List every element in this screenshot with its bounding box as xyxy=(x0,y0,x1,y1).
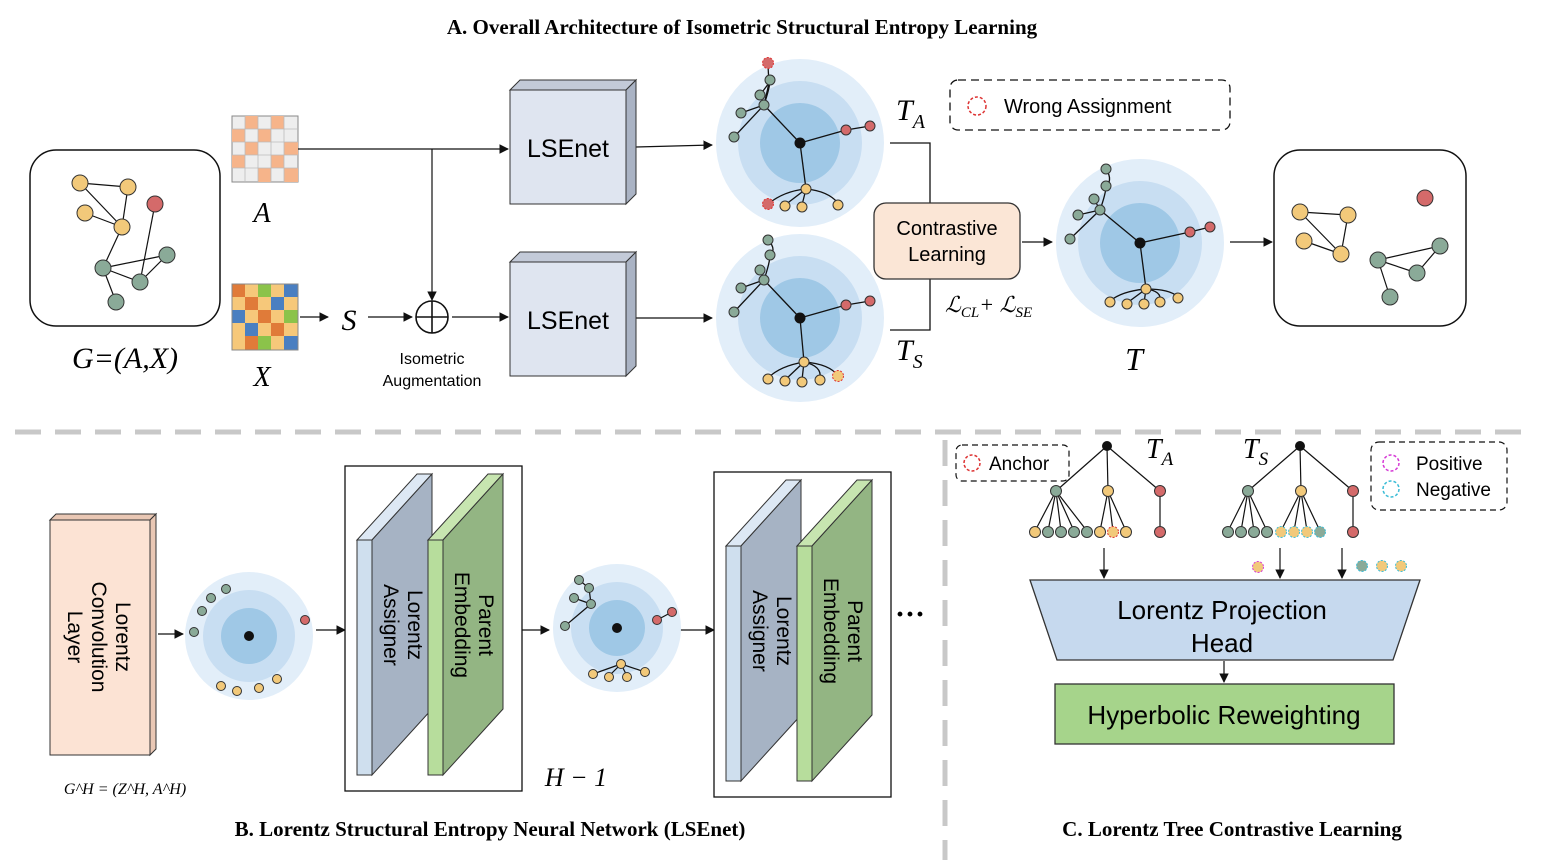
conv-line3: Layer xyxy=(63,611,86,664)
tree-t-disk xyxy=(1056,159,1224,327)
proj-line2: Head xyxy=(1191,628,1253,658)
negative-icon xyxy=(1382,480,1400,498)
gh-label: G^H = (Z^H, A^H) xyxy=(64,781,186,798)
c-input-arrows xyxy=(1099,548,1407,579)
positive-label: Positive xyxy=(1416,454,1483,475)
lorentz-assigner-panel-1: Lorentz Assigner xyxy=(355,472,434,777)
c-ta-label: TA xyxy=(1146,434,1174,470)
dashed-red-circle-icon xyxy=(967,96,987,116)
c-ts-label: TS xyxy=(1243,434,1269,470)
anchor-icon xyxy=(963,454,981,472)
graph-label: G=(A,X) xyxy=(72,342,178,375)
tree-ta-disk xyxy=(716,57,884,227)
loss-label: ℒCL+ ℒSE xyxy=(945,292,1032,321)
title-part-b: B. Lorentz Structural Entropy Neural Net… xyxy=(235,817,746,841)
svg-text:Parent: Parent xyxy=(843,600,866,662)
t-label: T xyxy=(1125,341,1145,377)
adjacency-label: A xyxy=(251,198,271,229)
proj-line1: Lorentz Projection xyxy=(1117,595,1327,625)
part-a-arrows xyxy=(298,140,1273,323)
c-tree-ta xyxy=(1029,441,1166,538)
title-part-c: C. Lorentz Tree Contrastive Learning xyxy=(1062,817,1402,841)
c-tree-ts xyxy=(1222,441,1359,538)
title-part-a: A. Overall Architecture of Isometric Str… xyxy=(447,15,1038,39)
contrastive-line1: Contrastive xyxy=(896,218,997,240)
wrong-assignment-label: Wrong Assignment xyxy=(1004,96,1172,118)
svg-text:Embedding: Embedding xyxy=(450,572,473,678)
adjacency-matrix xyxy=(231,115,299,183)
contrastive-learning-box: Contrastive Learning xyxy=(873,202,1021,280)
iso-aug-line1: Isometric xyxy=(400,351,465,368)
lsenet-top-box: LSEnet xyxy=(508,78,638,206)
leaf-embedding-disk xyxy=(185,572,313,700)
parent-embedding-panel-1: Parent Embedding xyxy=(426,472,505,777)
contrastive-line2: Learning xyxy=(908,244,986,266)
positive-icon xyxy=(1382,454,1400,472)
lorentz-projection-head: Lorentz Projection Head xyxy=(1029,579,1421,661)
oplus-icon xyxy=(415,300,449,334)
anchor-legend: Anchor xyxy=(955,444,1070,482)
iso-aug-line2: Augmentation xyxy=(383,373,482,390)
anchor-label: Anchor xyxy=(989,454,1050,475)
lsenet-top-label: LSEnet xyxy=(527,135,609,163)
lsenet-layer-block-1: Lorentz Assigner Parent Embedding xyxy=(344,465,523,792)
ta-label: TA xyxy=(896,94,926,133)
ts-label: TS xyxy=(896,334,923,373)
conv-line2: Convolution xyxy=(87,582,110,693)
tree-ts-disk xyxy=(716,234,884,402)
lsenet-bottom-box: LSEnet xyxy=(508,250,638,378)
output-graph xyxy=(1273,149,1467,327)
s-label: S xyxy=(342,304,357,337)
parent-embedding-panel-2: Parent Embedding xyxy=(795,478,874,783)
lorentz-assigner-panel-2: Lorentz Assigner xyxy=(724,478,803,783)
svg-text:Lorentz: Lorentz xyxy=(403,590,426,660)
input-graph xyxy=(29,149,221,327)
feature-matrix xyxy=(231,283,299,351)
svg-text:Lorentz: Lorentz xyxy=(772,596,795,666)
svg-text:Assigner: Assigner xyxy=(748,590,771,672)
svg-text:Parent: Parent xyxy=(474,594,497,656)
reweight-label: Hyperbolic Reweighting xyxy=(1087,700,1360,730)
svg-text:Assigner: Assigner xyxy=(379,584,402,666)
lsenet-layer-block-2: Lorentz Assigner Parent Embedding xyxy=(713,471,892,798)
lsenet-bottom-label: LSEnet xyxy=(527,307,609,335)
wrong-assignment-legend: Wrong Assignment xyxy=(949,79,1231,131)
negative-label: Negative xyxy=(1416,480,1491,501)
partial-tree-disk xyxy=(553,564,681,692)
positive-negative-legend: Positive Negative xyxy=(1370,441,1508,511)
feature-label: X xyxy=(252,362,271,393)
svg-text:Embedding: Embedding xyxy=(819,578,842,684)
hyperbolic-reweighting-box: Hyperbolic Reweighting xyxy=(1054,683,1395,745)
h-minus-one-label: H − 1 xyxy=(544,763,607,792)
ellipsis: ··· xyxy=(895,598,925,631)
conv-line1: Lorentz xyxy=(111,602,134,672)
lorentz-convolution-layer: Lorentz Convolution Layer xyxy=(48,512,158,757)
